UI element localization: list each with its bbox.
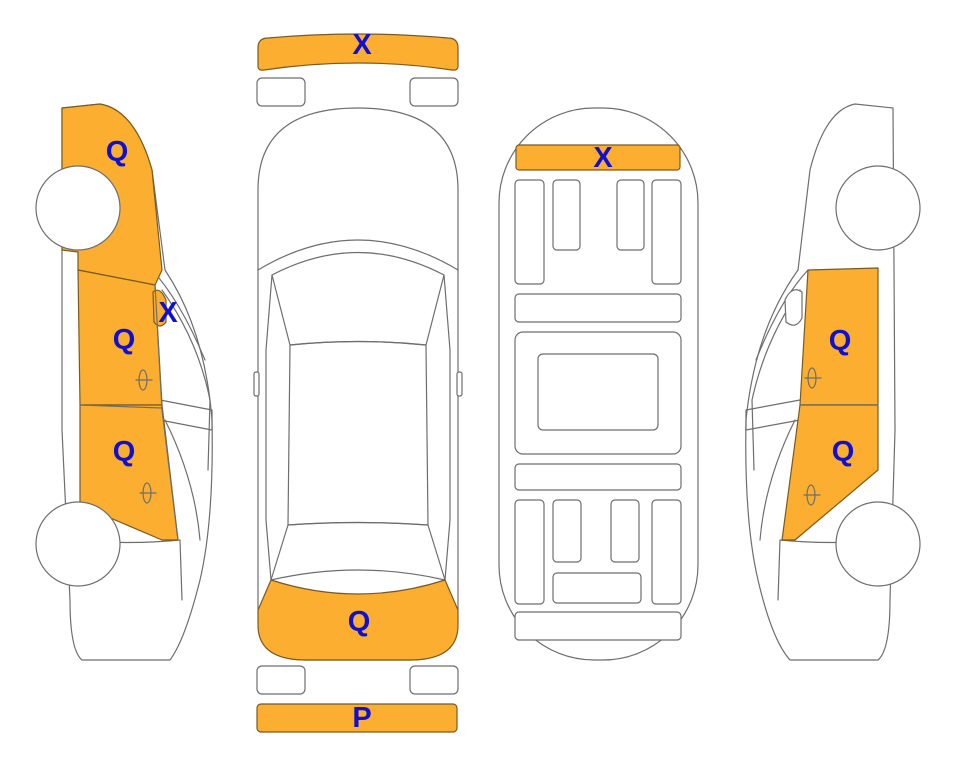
front-right-seat [616,179,645,251]
front-left-seat [552,179,581,251]
left-door-separator [79,404,163,409]
left-door-rear-edge [154,284,179,541]
rear-bar [514,611,682,641]
rear-left-seat [552,499,582,563]
left-mirror-code: X [158,297,178,329]
roof-front-edge-code: X [593,142,613,174]
sunroof [537,353,659,431]
top-right-mirror [456,371,463,397]
left-front-door-code: Q [113,324,136,356]
front-right-light [409,77,459,107]
rear-bumper-panel [256,703,458,733]
right-side-roof-line [745,399,801,431]
roof-front-edge-panel [515,144,681,171]
front-left-light [256,77,306,107]
right-front-door-handle-icon [804,367,822,389]
top-body-outline [257,107,459,661]
left-side-window-line [161,289,211,471]
left-rear-door-panel [79,404,179,541]
top-right-pillar [443,274,451,581]
rear-bumper-code: P [352,702,371,734]
trunk-panel [257,579,459,661]
top-left-pillar [265,274,273,581]
front-right-panel [651,179,682,285]
rear-right-panel [651,499,682,605]
top-hood-line [257,239,459,271]
rear-left-light [256,665,306,695]
interior-view: X [498,107,699,661]
left-front-door-handle-icon [135,369,153,391]
rear-right-light [409,665,459,695]
left-rear-door-handle-icon [139,482,157,504]
right-front-door-code: Q [829,325,852,357]
left-side-view: Q X Q Q [35,103,213,661]
front-bumper-panel [257,33,459,71]
right-side-windshield-line [755,269,809,361]
right-rear-door-code: Q [832,436,855,468]
trunk-code: Q [348,606,371,638]
left-front-wheel-icon [35,165,121,251]
rear-right-seat [610,499,640,563]
rear-center-console [552,572,642,604]
right-side-view: Q Q [745,103,921,661]
top-view: X Q P [253,29,463,734]
left-front-fender-code: Q [106,136,129,168]
top-left-mirror [253,371,260,397]
right-side-rear-window-line [759,419,796,541]
left-rear-door-code: Q [113,436,136,468]
rear-left-panel [514,499,545,605]
left-side-roof-line [159,399,213,431]
front-bumper-code: X [352,29,372,61]
right-front-wheel-icon [835,165,921,251]
left-side-rear-window-line [164,419,201,541]
right-rear-wheel-icon [835,501,921,587]
middle-bar-1 [514,293,682,323]
right-rear-door-handle-icon [803,484,821,506]
middle-bar-2 [514,463,682,491]
left-rear-wheel-icon [35,501,121,587]
front-left-panel [514,179,545,285]
right-mirror [784,289,803,326]
